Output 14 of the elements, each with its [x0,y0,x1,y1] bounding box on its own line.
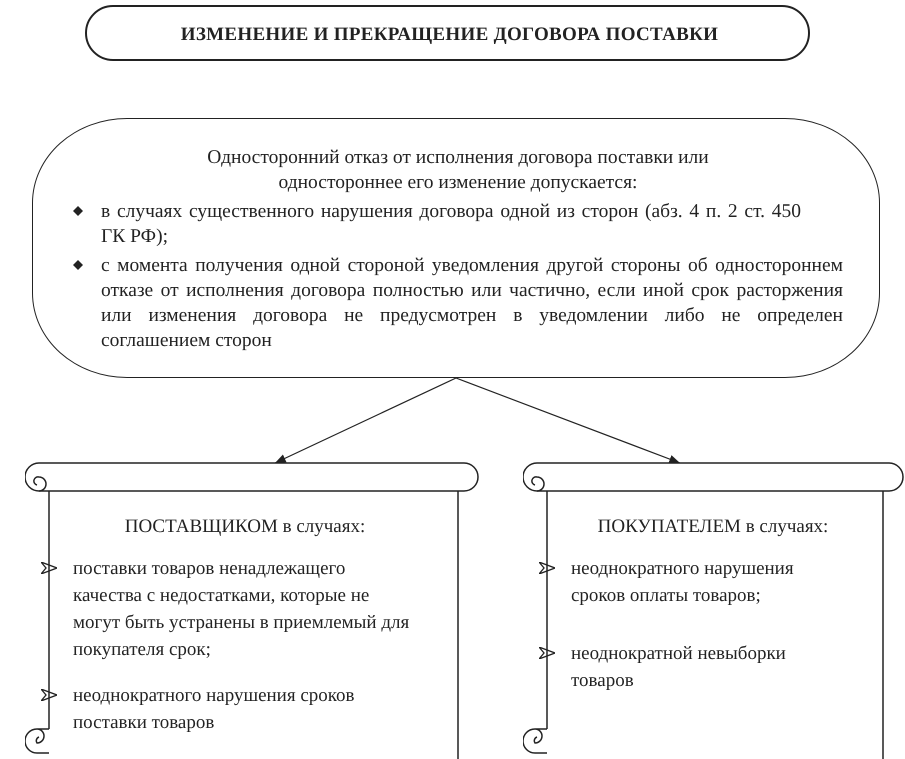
rounded-box [32,118,880,378]
heading-text: ПОКУПАТЕЛЕМ в случаях: [596,515,830,539]
heading-text: Односторонний отказ от исполнения договора поставки или одностороннее его изменение допускается: [206,146,710,195]
list-item-text: в случаях существенного нарушения договора одной из сторон (абз. 4 п. 2 ст. 450 ГК РФ); [101,200,801,249]
list-item-text: поставки товаров ненадлежащего качества с недостатками, которые не могут быть устранены в приемлемый для покупателя срок; [73,557,410,662]
list-item-text: неоднократного нарушения сроков оплаты товаров; [571,557,795,608]
heading-text: ПОСТАВЩИКОМ в случаях: [124,515,366,539]
arrow [274,377,456,464]
title-box [85,5,810,61]
list-item-text: с момента получения одной стороной уведомления другой стороны об одностороннем отказе от исполнения договора полностью или частично, если иной срок расторжения или изменения договора не предусмотрен в уведомлении либо не определен соглашением сторон [101,254,843,353]
list-item-text: неоднократной невыборки товаров [571,642,787,693]
arrow [456,377,680,464]
title-text: ИЗМЕНЕНИЕ И ПРЕКРАЩЕНИЕ ДОГОВОРА ПОСТАВКИ [180,23,720,47]
list-item-text: неоднократного нарушения сроков поставки товаров [73,684,356,735]
